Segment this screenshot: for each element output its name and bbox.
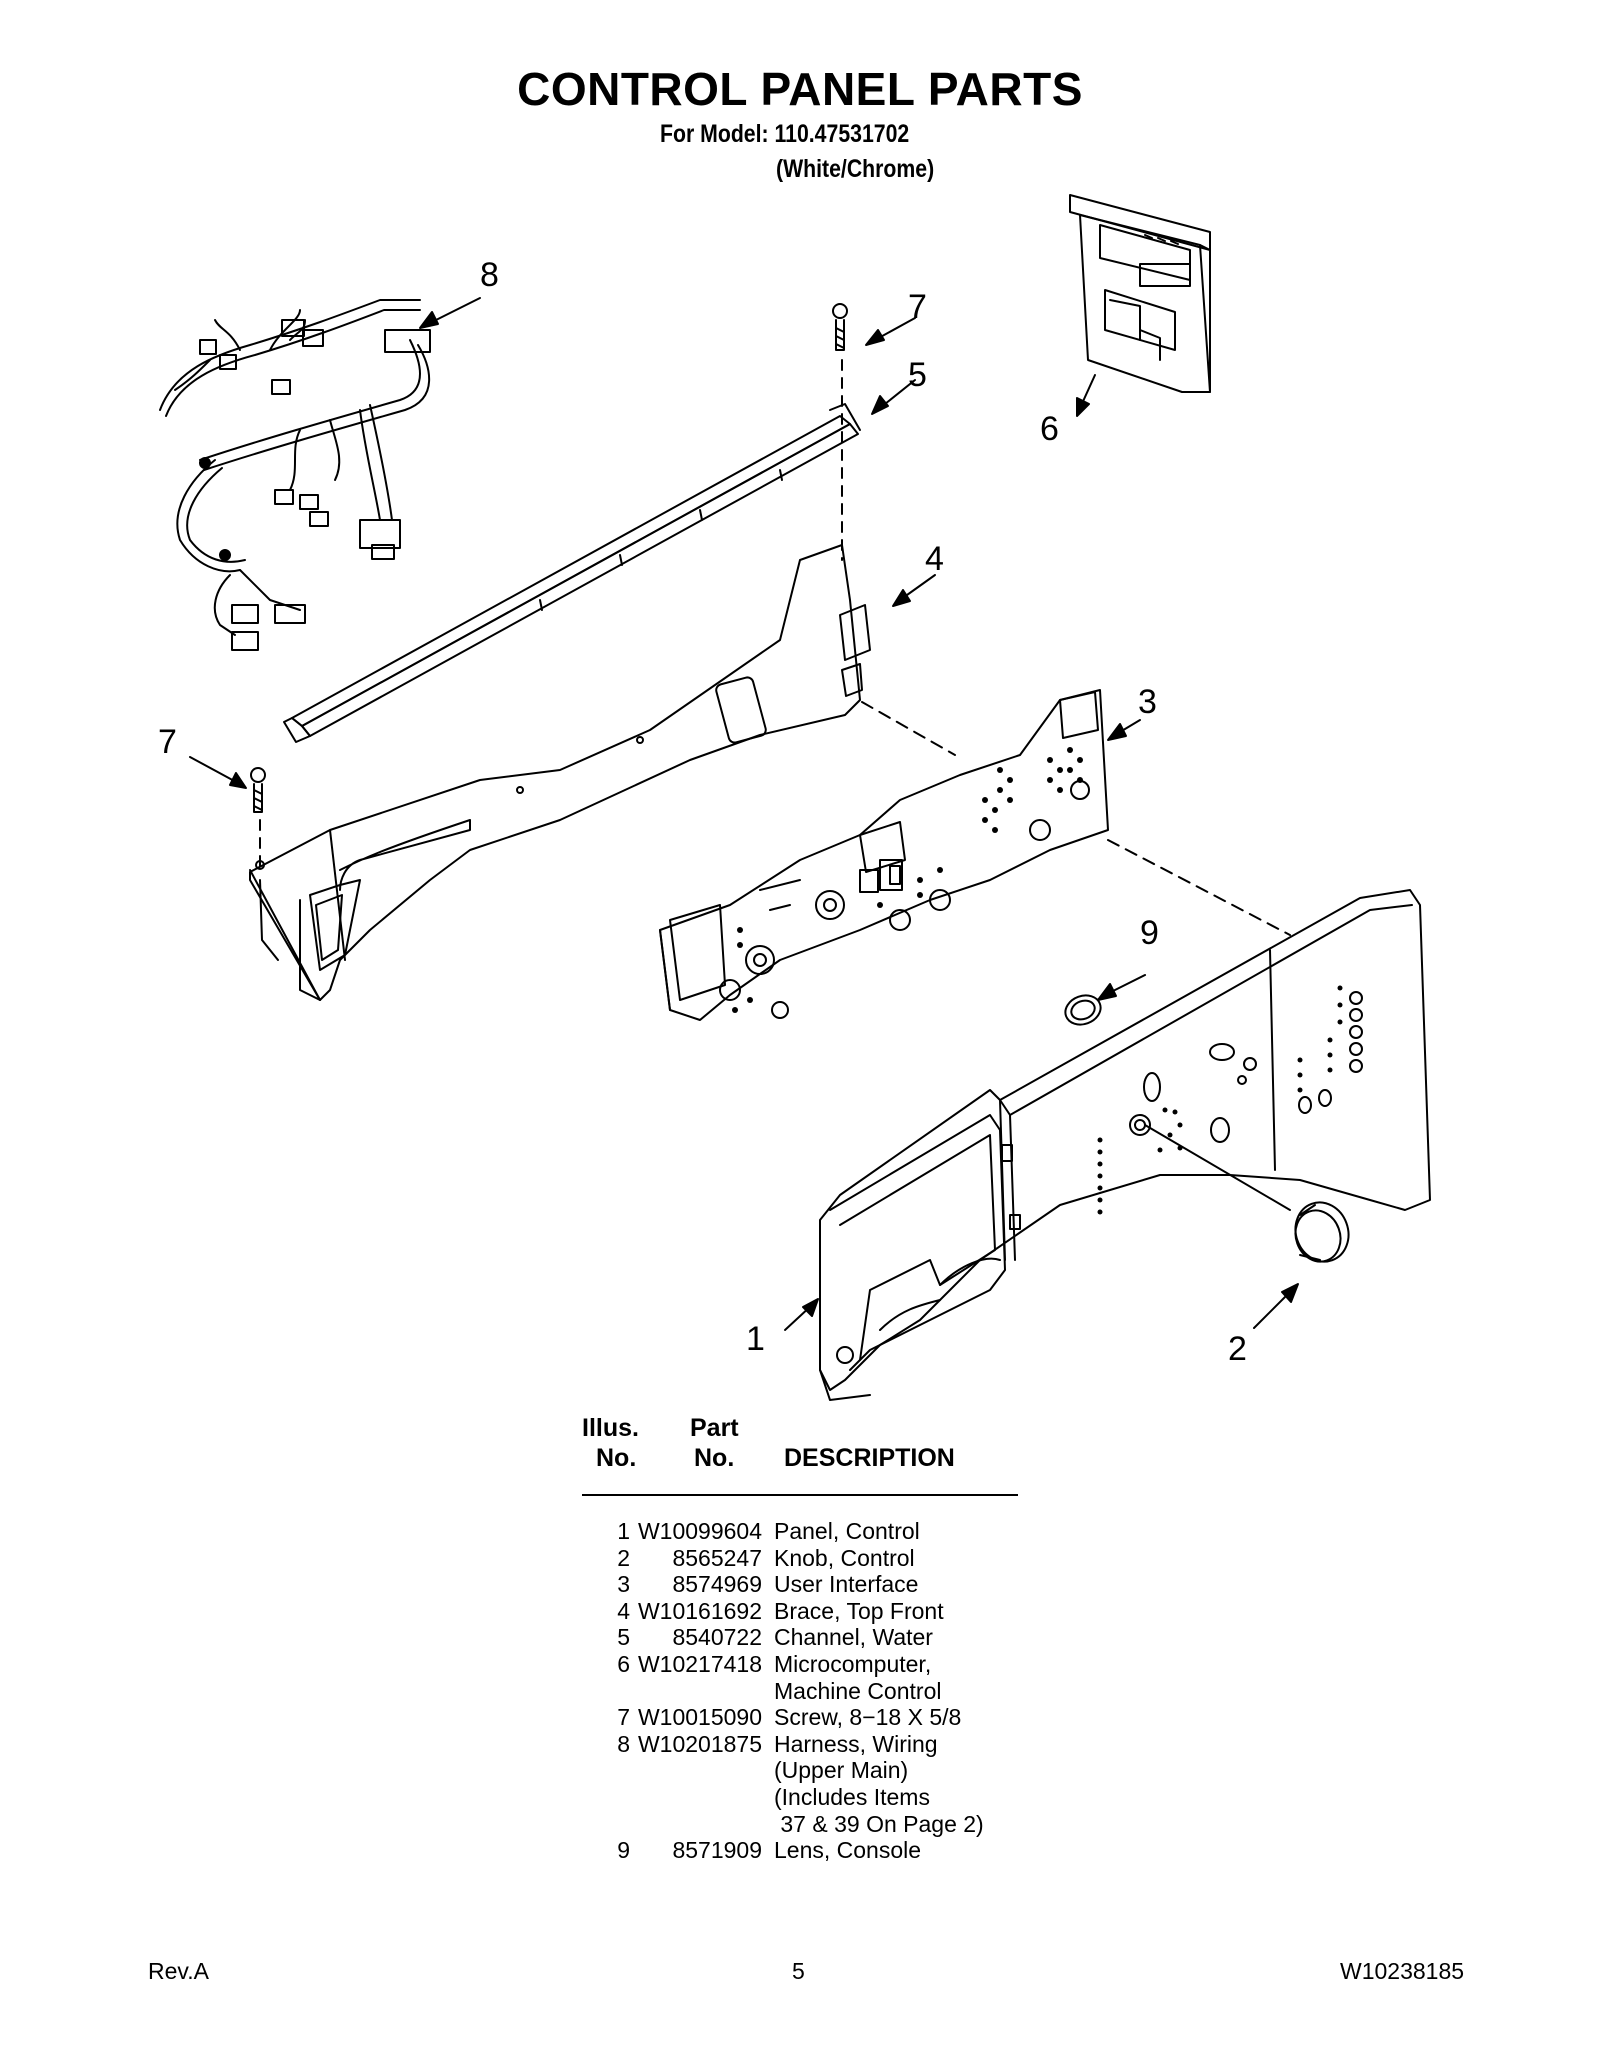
parts-row: 8 W10201875 Harness, Wiring (Upper Main)…	[580, 1731, 1034, 1837]
header-part-line2: No.	[694, 1444, 735, 1472]
part-description: Screw, 8−18 X 5/8	[774, 1704, 1034, 1731]
part-description: Knob, Control	[774, 1545, 1034, 1572]
part-description: Brace, Top Front	[774, 1598, 1034, 1625]
callout-9: 9	[1140, 914, 1159, 952]
description-line: User Interface	[774, 1571, 919, 1598]
part-number: 8540722	[672, 1624, 762, 1651]
callout-7-lower: 7	[158, 723, 177, 761]
description-line: Knob, Control	[774, 1544, 915, 1571]
microcomputer-part	[1069, 194, 1211, 393]
parts-row: 4 W10161692 Brace, Top Front	[580, 1598, 1034, 1625]
callout-6: 6	[1040, 410, 1059, 448]
callout-arrows	[189, 297, 1299, 1331]
description-line: Channel, Water	[774, 1624, 933, 1651]
screw-lower	[250, 767, 266, 813]
callout-8: 8	[480, 256, 499, 294]
parts-row: 6 W10217418 Microcomputer, Machine Contr…	[580, 1651, 1034, 1704]
callout-1: 1	[746, 1320, 765, 1358]
parts-list: 1 W10099604 Panel, Control 2 8565247 Kno…	[580, 1518, 1034, 1864]
footer-page-number: 5	[792, 1958, 805, 1984]
description-line: Machine Control	[774, 1677, 942, 1704]
part-number: W10099604	[637, 1518, 762, 1544]
user-interface-part	[659, 689, 1109, 1021]
part-number: W10161692	[637, 1597, 762, 1624]
illus-no: 2	[617, 1544, 630, 1571]
header-description: DESCRIPTION	[784, 1444, 955, 1472]
header-illus-line1: Illus.	[582, 1414, 639, 1442]
part-number: 8565247	[672, 1544, 762, 1571]
parts-row: 2 8565247 Knob, Control	[580, 1545, 1034, 1572]
ui-guide-line-upper	[861, 701, 956, 756]
description-line: (Includes Items	[774, 1783, 930, 1810]
parts-row: 3 8574969 User Interface	[580, 1571, 1034, 1598]
parts-row: 7 W10015090 Screw, 8−18 X 5/8	[580, 1704, 1034, 1731]
description-line: Harness, Wiring	[774, 1730, 938, 1757]
illus-no: 7	[617, 1704, 630, 1731]
illus-no: 5	[617, 1624, 630, 1651]
description-line: 37 & 39 On Page 2)	[774, 1810, 984, 1837]
description-line: (Upper Main)	[774, 1757, 909, 1784]
illus-no: 8	[617, 1730, 630, 1757]
part-description: Panel, Control	[774, 1518, 1034, 1545]
callout-5: 5	[908, 356, 927, 394]
footer-document-number: W10238185	[1340, 1958, 1465, 1984]
console-lens-part	[1064, 994, 1102, 1026]
part-description: Harness, Wiring (Upper Main) (Includes I…	[774, 1731, 1034, 1837]
part-number: W10201875	[637, 1730, 762, 1757]
illus-no: 9	[617, 1837, 630, 1864]
part-description: Channel, Water	[774, 1624, 1034, 1651]
part-number: 8571909	[672, 1837, 762, 1864]
illus-no: 4	[617, 1597, 630, 1624]
wiring-harness-part	[159, 299, 431, 651]
header-illus-line2: No.	[596, 1444, 637, 1472]
control-knob-part	[1294, 1201, 1350, 1263]
illus-no: 6	[617, 1650, 630, 1677]
description-line: Brace, Top Front	[774, 1597, 944, 1624]
model-number: For Model: 110.47531702	[660, 120, 910, 148]
parts-row: 5 8540722 Channel, Water	[580, 1624, 1034, 1651]
parts-row: 9 8571909 Lens, Console	[580, 1837, 1034, 1864]
part-description: User Interface	[774, 1571, 1034, 1598]
illus-no: 1	[617, 1518, 630, 1544]
top-front-brace-part	[249, 544, 871, 1001]
description-line: Lens, Console	[774, 1837, 922, 1864]
footer-revision: Rev.A	[148, 1958, 209, 1984]
callout-4: 4	[925, 540, 944, 578]
water-channel-part	[283, 403, 861, 743]
description-line: Panel, Control	[774, 1518, 920, 1544]
part-number: W10217418	[637, 1650, 762, 1677]
description-line: Microcomputer,	[774, 1650, 932, 1677]
part-number: 8574969	[672, 1571, 762, 1598]
screw-upper	[832, 303, 848, 351]
part-number: W10015090	[637, 1704, 762, 1731]
header-part-line1: Part	[690, 1414, 739, 1442]
description-line: Screw, 8−18 X 5/8	[774, 1704, 962, 1731]
model-color: (White/Chrome)	[776, 155, 935, 183]
ui-guide-line-lower	[1107, 839, 1291, 936]
callout-7-upper: 7	[908, 288, 927, 326]
part-description: Microcomputer, Machine Control	[774, 1651, 1034, 1704]
illus-no: 3	[617, 1571, 630, 1598]
parts-row: 1 W10099604 Panel, Control	[580, 1518, 1034, 1545]
control-panel-part	[819, 889, 1431, 1401]
callout-3: 3	[1138, 683, 1157, 721]
callout-2: 2	[1228, 1330, 1247, 1368]
part-description: Lens, Console	[774, 1837, 1034, 1864]
exploded-parts-diagram: 8 7 5 6 4 3 7 9 1 2	[158, 194, 1431, 1401]
table-header-rule	[582, 1494, 1018, 1496]
page-title: CONTROL PANEL PARTS	[517, 63, 1083, 115]
